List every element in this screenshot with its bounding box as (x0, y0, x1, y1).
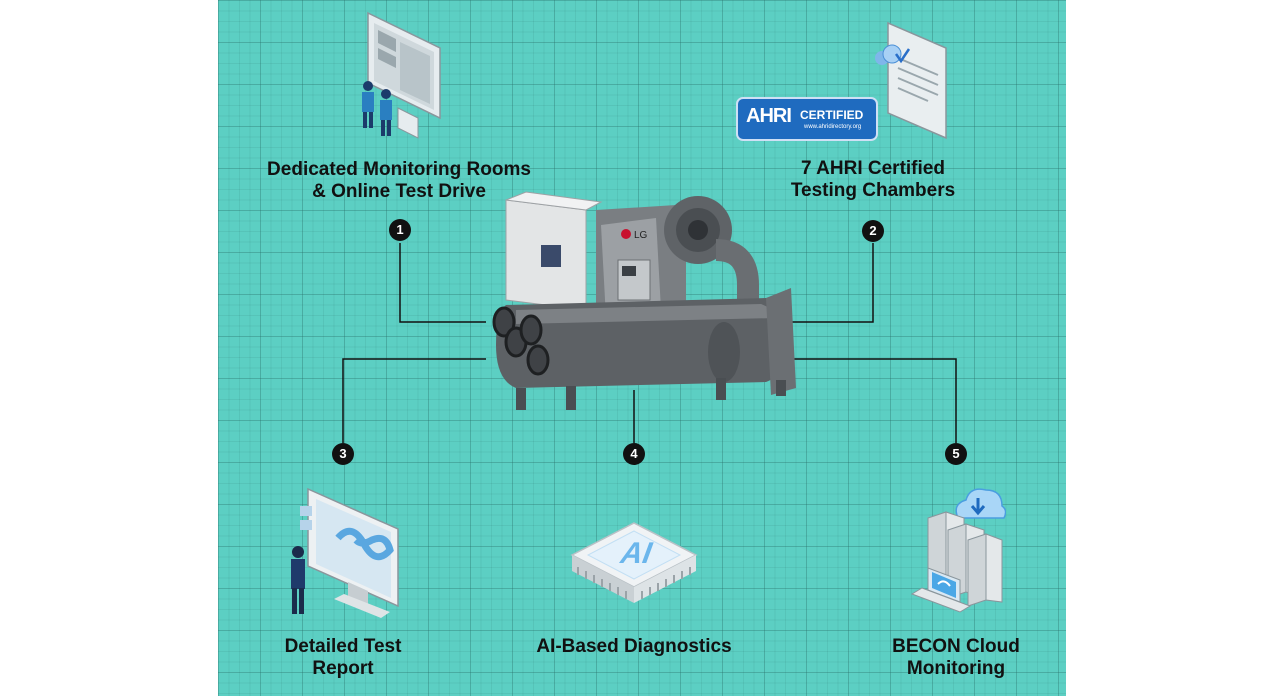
feature-2-title: 7 AHRI Certified (801, 158, 945, 179)
chiller-brand: LG (634, 230, 648, 241)
marker-3: 3 (332, 443, 354, 465)
feature-5-label: BECON Cloud Monitoring (856, 636, 1056, 680)
marker-1: 1 (389, 219, 411, 241)
cloud-server-icon (910, 488, 1006, 613)
feature-2-label: 7 AHRI Certified Testing Chambers (743, 158, 1003, 202)
badge-text: CERTIFIED (800, 108, 864, 122)
marker-5: 5 (945, 443, 967, 465)
feature-4-label: AI-Based Diagnostics (514, 636, 754, 658)
diagram-canvas: AHRI CERTIFIED www.ahridirectory.org LG (218, 0, 1066, 696)
connector-3 (342, 358, 486, 443)
marker-2: 2 (862, 220, 884, 242)
badge-url: www.ahridirectory.org (804, 124, 862, 130)
feature-3-title: Detailed Test (284, 636, 402, 657)
feature-5-title: BECON Cloud (892, 636, 1020, 657)
connector-2 (778, 243, 874, 323)
feature-5-subtitle: Monitoring (906, 658, 1006, 679)
connector-lines (342, 243, 957, 443)
feature-1-title: Dedicated Monitoring Rooms (267, 159, 531, 180)
test-report-icon (291, 487, 399, 618)
chiller-unit-image: LG (492, 191, 796, 410)
badge-brand: AHRI (746, 105, 792, 127)
ahri-certified-badge: AHRI CERTIFIED www.ahridirectory.org (736, 97, 878, 141)
feature-1-subtitle: & Online Test Drive (312, 181, 486, 202)
connector-1 (399, 243, 486, 323)
ai-chip-icon: AI (570, 522, 698, 603)
feature-4-title: AI-Based Diagnostics (536, 636, 732, 657)
marker-4: 4 (623, 443, 645, 465)
feature-3-label: Detailed Test Report (243, 636, 443, 680)
feature-2-subtitle: Testing Chambers (790, 180, 956, 201)
feature-3-subtitle: Report (312, 658, 374, 679)
monitoring-room-icon (362, 11, 441, 139)
certificate-icon (875, 21, 947, 140)
feature-1-label: Dedicated Monitoring Rooms & Online Test… (249, 159, 549, 203)
connector-5 (778, 358, 957, 443)
